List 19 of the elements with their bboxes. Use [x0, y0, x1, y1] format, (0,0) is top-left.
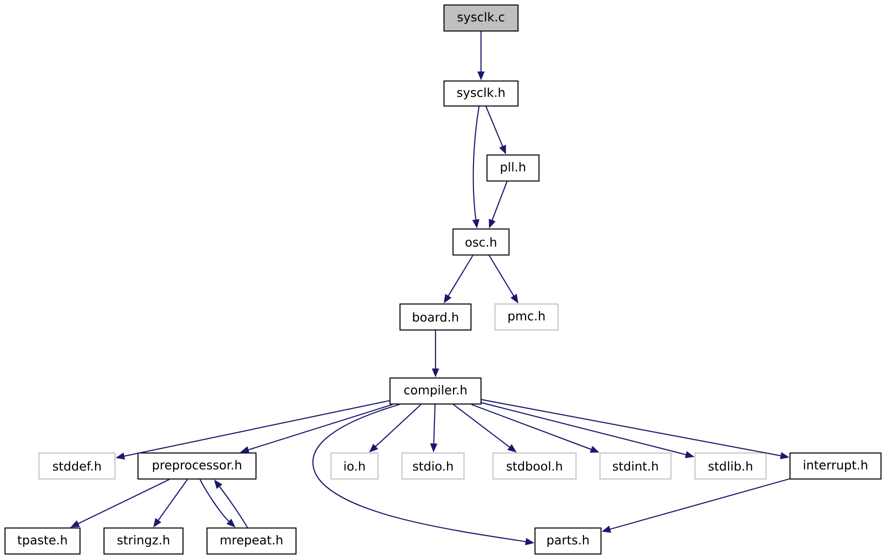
file-box: board.h	[400, 304, 472, 330]
file-box: preprocessor.h	[138, 452, 256, 480]
file-box: sysclk.h	[444, 80, 518, 106]
file-box: stdlib.h	[694, 452, 766, 480]
file-box: osc.h	[452, 228, 510, 256]
file-box: stddef.h	[38, 452, 116, 480]
file-box: stdio.h	[402, 452, 464, 480]
file-box: stringz.h	[104, 528, 184, 554]
file-box: pll.h	[486, 154, 540, 182]
file-box: stdbool.h	[492, 452, 576, 480]
file-box: parts.h	[534, 528, 602, 554]
file-box: io.h	[330, 452, 378, 480]
file-box: pmc.h	[494, 304, 558, 330]
file-box: compiler.h	[390, 378, 482, 404]
file-box: mrepeat.h	[206, 528, 296, 554]
file-box: interrupt.h	[790, 452, 882, 480]
file-box: sysclk.c	[444, 4, 518, 32]
file-box: stdint.h	[600, 452, 672, 480]
file-box: tpaste.h	[4, 528, 80, 554]
